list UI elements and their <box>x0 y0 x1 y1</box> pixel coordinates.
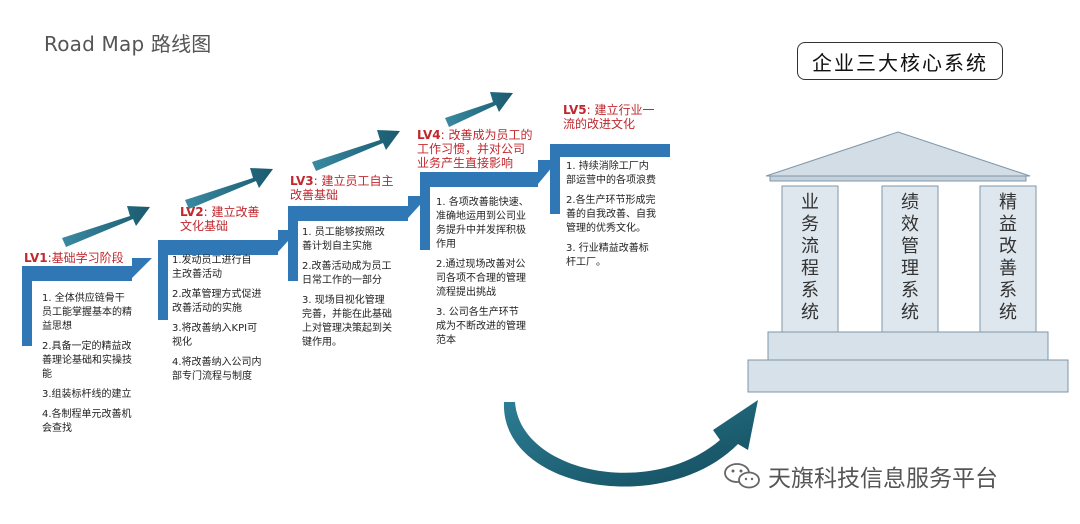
lv3-title-text: : 建立员工自主 改善基础 <box>290 174 394 202</box>
step-lv3-bracket <box>288 196 428 281</box>
lv2-title: LV2: 建立改善 文化基础 <box>180 205 260 233</box>
lv2-item: 4.将改善纳入公司内 部专门流程与制度 <box>172 357 262 382</box>
pillar-1-label: 业 务 流 程 系 统 <box>801 192 819 323</box>
page-title: Road Map 路线图 <box>44 32 212 56</box>
lv2-title-text: : 建立改善 文化基础 <box>180 205 260 233</box>
curved-arrow <box>503 400 758 487</box>
step-arrow-1 <box>62 206 150 247</box>
watermark: 天旗科技信息服务平台 <box>722 458 998 494</box>
lv2-items: 1.发动员工进行自 主改善活动 2.改革管理方式促进 改善活动的实施 3.将改善… <box>172 254 284 390</box>
temple-base <box>747 331 1069 393</box>
core-systems-title: 企业三大核心系统 <box>797 42 1003 80</box>
lv5-title: LV5: 建立行业一 流的改进文化 <box>563 103 655 131</box>
lv3-tag: LV3 <box>290 174 314 188</box>
watermark-text: 天旗科技信息服务平台 <box>768 466 998 492</box>
lv2-item: 3.将改善纳入KPI可 视化 <box>172 323 258 348</box>
step-arrow-2 <box>185 168 273 209</box>
pillar-2-label: 绩 效 管 理 系 统 <box>901 192 919 323</box>
step-arrow-4 <box>445 92 513 127</box>
temple-roof <box>765 131 1031 182</box>
lv2-tag: LV2 <box>180 205 204 219</box>
lv1-item: 1. 全体供应链骨干 员工能掌握基本的精 益思想 <box>42 293 132 332</box>
lv2-item: 2.改革管理方式促进 改善活动的实施 <box>172 289 262 314</box>
pillar-2 <box>881 185 939 333</box>
step-arrow-3 <box>312 130 400 171</box>
lv5-item: 2.各生产环节形成完 善的自我改善、自我 管理的优秀文化。 <box>566 195 656 234</box>
wechat-icon <box>724 463 760 489</box>
lv1-item: 4.各制程单元改善机 会查找 <box>42 409 132 434</box>
lv4-tag: LV4 <box>417 128 441 142</box>
lv1-item: 3.组装标杆线的建立 <box>42 389 132 400</box>
lv5-item: 3. 行业精益改善标 杆工厂。 <box>566 243 649 268</box>
lv4-item: 3. 公司各生产环节 成为不断改进的管理 范本 <box>436 307 526 346</box>
lv4-title-text: : 改善成为员工的 工作习惯，并对公司 业务产生直接影响 <box>417 128 533 170</box>
lv5-tag: LV5 <box>563 103 587 117</box>
lv3-title: LV3: 建立员工自主 改善基础 <box>290 174 394 202</box>
lv1-title: LV1:基础学习阶段 <box>24 251 124 265</box>
lv5-item: 1. 持续消除工厂内 部运营中的各项浪费 <box>566 161 656 186</box>
step-lv5-bracket <box>550 144 670 214</box>
pillar-3-label: 精 益 改 善 系 统 <box>999 192 1017 323</box>
pillar-3 <box>979 185 1037 333</box>
lv1-items: 1. 全体供应链骨干 员工能掌握基本的精 益思想 2.具备一定的精益改 善理论基… <box>42 292 154 442</box>
lv5-title-text: : 建立行业一 流的改进文化 <box>563 103 655 131</box>
step-lv1-bracket <box>22 258 152 346</box>
lv5-items: 1. 持续消除工厂内 部运营中的各项浪费 2.各生产环节形成完 善的自我改善、自… <box>566 160 678 276</box>
pillar-1 <box>781 185 839 333</box>
lv4-items: 1. 各项改善能快速、 准确地运用到公司业 务提升中并发挥积极 作用 2.通过现… <box>436 196 548 354</box>
lv4-item: 1. 各项改善能快速、 准确地运用到公司业 务提升中并发挥积极 作用 <box>436 197 529 250</box>
lv3-items: 1. 员工能够按照改 善计划自主实施 2.改善活动成为员工 日常工作的一部分 3… <box>302 226 414 356</box>
lv1-title-text: :基础学习阶段 <box>47 251 124 265</box>
lv4-item: 2.通过现场改善对公 司各项不合理的管理 流程提出挑战 <box>436 259 526 298</box>
lv1-tag: LV1 <box>24 251 48 265</box>
lv4-title: LV4: 改善成为员工的 工作习惯，并对公司 业务产生直接影响 <box>417 128 533 170</box>
lv3-item: 3. 现场目视化管理 完善，并能在此基础 上对管理决策起到关 键作用。 <box>302 295 392 348</box>
lv3-item: 1. 员工能够按照改 善计划自主实施 <box>302 227 385 252</box>
lv3-item: 2.改善活动成为员工 日常工作的一部分 <box>302 261 392 286</box>
lv2-item: 1.发动员工进行自 主改善活动 <box>172 255 252 280</box>
lv1-item: 2.具备一定的精益改 善理论基础和实操技 能 <box>42 341 132 380</box>
